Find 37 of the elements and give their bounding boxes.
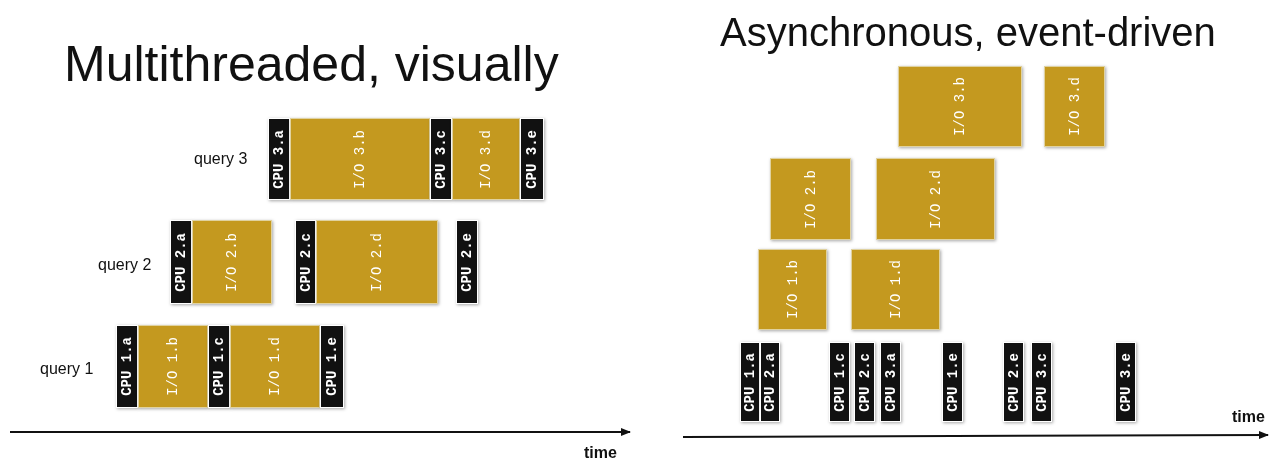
cpu-task-block: CPU 3.e: [1115, 342, 1136, 422]
cpu-task-block: CPU 1.a: [740, 342, 760, 422]
cpu-task-block: CPU 1.c: [829, 342, 850, 422]
cpu-task-block: CPU 3.a: [268, 118, 290, 200]
axis-label: time: [1232, 408, 1265, 426]
cpu-task-block: CPU 2.c: [295, 220, 316, 304]
io-wait-block: I/O 2.b: [192, 220, 272, 304]
cpu-task-block: CPU 3.a: [880, 342, 901, 422]
cpu-task-block: CPU 2.a: [760, 342, 780, 422]
io-wait-block: I/O 1.d: [851, 249, 940, 330]
panel-heading: Asynchronous, event-driven: [720, 10, 1216, 55]
cpu-task-block: CPU 3.c: [1031, 342, 1052, 422]
io-wait-block: I/O 1.d: [230, 325, 320, 408]
io-wait-block: I/O 3.b: [290, 118, 430, 200]
axis-label: time: [584, 444, 617, 461]
cpu-task-block: CPU 1.a: [116, 325, 138, 408]
row-label: query 1: [40, 360, 94, 378]
cpu-task-block: CPU 3.c: [430, 118, 452, 200]
panel-heading: Multithreaded, visually: [64, 35, 559, 93]
io-wait-block: I/O 1.b: [138, 325, 208, 408]
cpu-task-block: CPU 2.c: [854, 342, 875, 422]
io-wait-block: I/O 3.d: [1044, 66, 1105, 147]
io-wait-block: I/O 3.b: [898, 66, 1022, 147]
cpu-task-block: CPU 2.a: [170, 220, 192, 304]
row-label: query 3: [194, 150, 248, 168]
io-wait-block: I/O 2.b: [770, 158, 851, 240]
cpu-task-block: CPU 2.e: [456, 220, 478, 304]
cpu-task-block: CPU 2.e: [1003, 342, 1024, 422]
cpu-task-block: CPU 1.e: [942, 342, 963, 422]
cpu-task-block: CPU 1.c: [208, 325, 230, 408]
cpu-task-block: CPU 3.e: [520, 118, 544, 200]
io-wait-block: I/O 1.b: [758, 249, 827, 330]
io-wait-block: I/O 3.d: [452, 118, 520, 200]
io-wait-block: I/O 2.d: [876, 158, 995, 240]
io-wait-block: I/O 2.d: [316, 220, 438, 304]
cpu-task-block: CPU 1.e: [320, 325, 344, 408]
row-label: query 2: [98, 256, 152, 274]
